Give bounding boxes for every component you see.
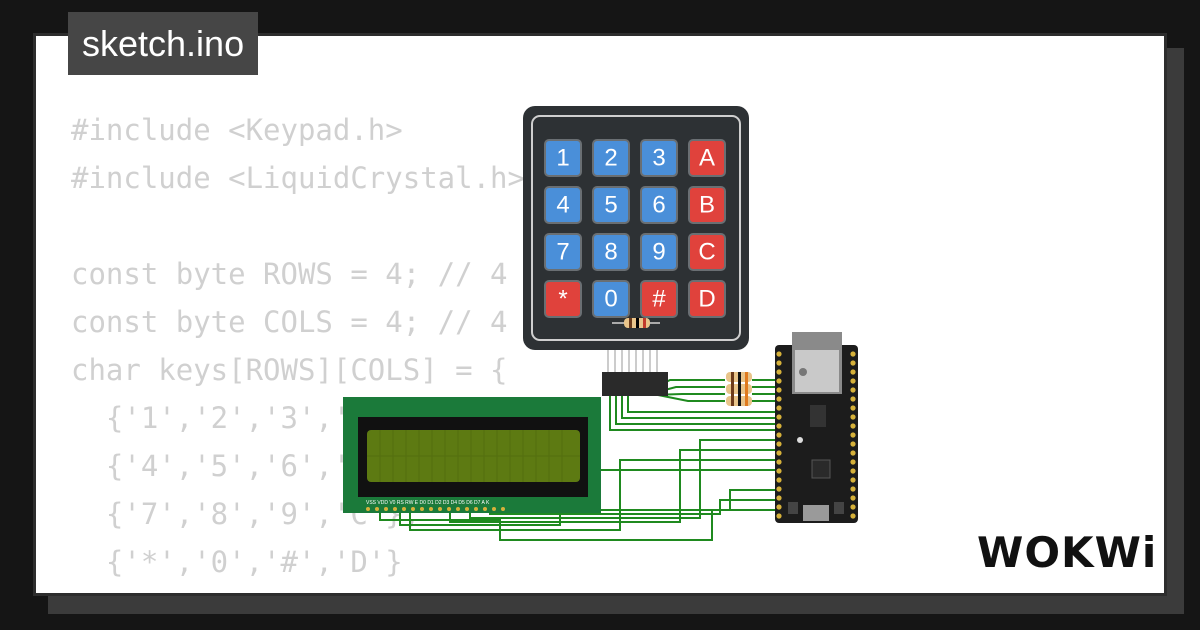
esp32-pin	[850, 405, 856, 411]
esp32-pins-left	[776, 351, 782, 519]
keypad-key-5[interactable]: 5	[592, 186, 630, 224]
esp32-pin	[850, 414, 856, 420]
esp32-pin	[850, 513, 856, 519]
keypad-key-8[interactable]: 8	[592, 233, 630, 271]
esp32-pin	[850, 459, 856, 465]
code-line: char keys[ROWS][COLS] = {	[71, 353, 508, 387]
esp32-pin	[776, 351, 782, 357]
keypad-key-#[interactable]: #	[640, 280, 678, 318]
esp32-pin	[850, 387, 856, 393]
esp32-pin	[776, 495, 782, 501]
keypad-key-3[interactable]: 3	[640, 139, 678, 177]
keypad-key-0[interactable]: 0	[592, 280, 630, 318]
file-tab[interactable]: sketch.ino	[68, 12, 259, 75]
keypad-key-label: 6	[652, 192, 665, 219]
esp32-pin	[850, 378, 856, 384]
esp32-pin	[776, 459, 782, 465]
esp32-pins-right	[850, 351, 856, 519]
esp32-pin	[776, 423, 782, 429]
lcd-pin-labels: VSS VDD V0 RS RW E D0 D1 D2 D3 D4 D5 D6 …	[366, 500, 490, 506]
keypad-key-1[interactable]: 1	[544, 139, 582, 177]
esp32-pin	[776, 405, 782, 411]
keypad-keys: 1 2 3 A 4 5 6 B 7 8 9 C * 0 # D	[544, 139, 726, 318]
resistor-bank	[726, 372, 752, 406]
keypad-key-D[interactable]: D	[688, 280, 726, 318]
keypad-key-label: 2	[604, 145, 617, 172]
esp32-pin	[776, 369, 782, 375]
keypad-resistor	[612, 318, 660, 328]
keypad-key-label: C	[698, 239, 715, 266]
esp32-pin	[776, 450, 782, 456]
keypad-key-label: 1	[556, 145, 569, 172]
esp32-pin	[850, 396, 856, 402]
keypad-key-label: 7	[556, 239, 569, 266]
keypad-key-A[interactable]: A	[688, 139, 726, 177]
keypad-key-label: #	[652, 286, 666, 313]
esp32-pin	[850, 486, 856, 492]
esp32-pin	[850, 369, 856, 375]
keypad-key-label: 3	[652, 145, 665, 172]
keypad-key-label: D	[698, 286, 715, 313]
esp32-pin	[776, 414, 782, 420]
esp32-pin	[776, 387, 782, 393]
keypad-key-9[interactable]: 9	[640, 233, 678, 271]
keypad-4x4[interactable]: 1 2 3 A 4 5 6 B 7 8 9 C * 0 # D	[523, 106, 749, 350]
wokwi-logo-text: WOKWi	[977, 528, 1155, 577]
wokwi-logo: WOKWi	[977, 528, 1155, 577]
wires	[379, 379, 778, 541]
keypad-key-label: 0	[604, 286, 617, 313]
keypad-key-label: B	[699, 192, 715, 219]
code-line: {'*','0','#','D'}	[71, 545, 403, 579]
keypad-key-label: *	[558, 286, 567, 313]
keypad-key-label: A	[699, 145, 715, 172]
keypad-key-4[interactable]: 4	[544, 186, 582, 224]
keypad-key-2[interactable]: 2	[592, 139, 630, 177]
esp32-pin	[850, 495, 856, 501]
keypad-key-label: 5	[604, 192, 617, 219]
keypad-key-label: 8	[604, 239, 617, 266]
code-line: #include <LiquidCrystal.h>	[71, 161, 525, 195]
keypad-key-B[interactable]: B	[688, 186, 726, 224]
keypad-key-*[interactable]: *	[544, 280, 582, 318]
esp32-pin	[850, 450, 856, 456]
esp32-pin	[776, 378, 782, 384]
esp32-pin	[776, 477, 782, 483]
keypad-key-7[interactable]: 7	[544, 233, 582, 271]
keypad-key-6[interactable]: 6	[640, 186, 678, 224]
esp32-pin	[850, 441, 856, 447]
esp32-pin	[850, 477, 856, 483]
esp32-pin	[850, 423, 856, 429]
esp32-pin	[850, 432, 856, 438]
keypad-connector	[602, 350, 668, 396]
esp32-pin	[850, 504, 856, 510]
esp32-pin	[776, 360, 782, 366]
keypad-key-C[interactable]: C	[688, 233, 726, 271]
lcd-16x2[interactable]: VSS VDD V0 RS RW E D0 D1 D2 D3 D4 D5 D6 …	[343, 397, 601, 513]
esp32-pin	[776, 486, 782, 492]
esp32-pin	[776, 432, 782, 438]
esp32-pin	[850, 360, 856, 366]
esp32-pin	[776, 513, 782, 519]
esp32-pin	[776, 504, 782, 510]
code-line: #include <Keypad.h>	[71, 113, 403, 147]
esp32-pin	[776, 441, 782, 447]
keypad-key-label: 4	[556, 192, 569, 219]
keypad-key-label: 9	[652, 239, 665, 266]
esp32-pin	[776, 468, 782, 474]
esp32-pin	[850, 468, 856, 474]
esp32-board[interactable]	[775, 332, 858, 523]
esp32-pin	[776, 396, 782, 402]
esp32-pin	[850, 351, 856, 357]
